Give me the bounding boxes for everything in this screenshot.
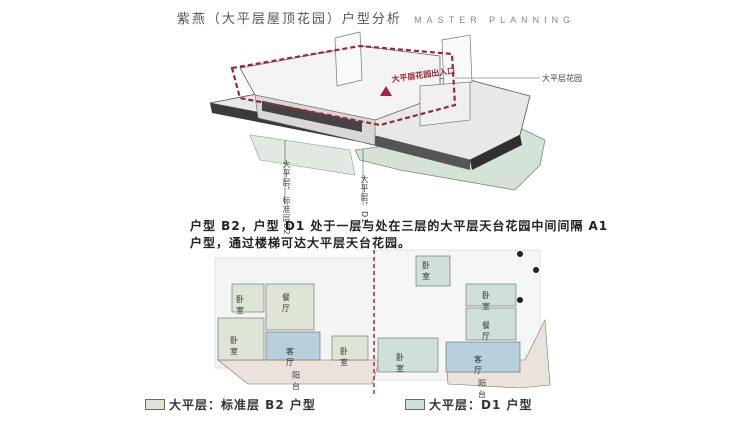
floor-plan [214,249,551,395]
left-callout-label: 大平层，标准层B2 [282,160,291,236]
d1-bedroom-2 [465,283,517,307]
d1-bedroom-2-label: 卧室 [482,291,490,311]
description: 户型 B2，户型 D1 处于一层与处在三层的大平层天台花园中间间隔 A1 户型，… [190,219,609,250]
upper-window-row [262,100,362,132]
b2-living [265,331,321,361]
d1-bedroom-3-label: 卧室 [396,353,404,373]
stair-core [419,81,471,127]
roof-garden-callout: 大平层花园 [542,73,582,83]
right-callout-label: 大平层，D1 [360,175,369,225]
d1-dining-label: 餐厅 [482,321,490,341]
legend-b2-label: 大平层：标准层 B2 户型 [169,398,316,412]
green-terrace-left [249,134,356,176]
d1-bedroom-1-label: 卧室 [422,261,430,281]
b2-living-label: 客厅 [286,347,294,367]
title-cn: 紫燕（大平层屋顶花园）户型分析 [176,12,402,27]
b2-bedroom-3 [331,335,369,361]
entrance-arrow-icon [380,86,392,96]
b2-balcony [217,359,381,385]
legend-b2: 大平层：标准层 B2 户型 [145,396,316,413]
tower-right [441,34,473,89]
b2-bedroom-1 [231,283,265,313]
b2-bedroom-1-label: 卧室 [236,295,244,315]
tower-left [334,31,363,87]
d1-living [445,341,521,373]
b2-bedroom-3-label: 卧室 [340,347,348,367]
d1-living-label: 客厅 [474,355,482,375]
b2-balcony-label: 阳台 [292,371,300,391]
legend-d1-label: 大平层：D1 户型 [429,398,533,412]
d1-bedroom-1 [415,255,451,287]
roof-garden-outline [230,44,457,127]
legend-b2-swatch [145,399,165,410]
legend-d1-swatch [405,399,425,410]
d1-dining [465,307,517,341]
b2-bedroom-2 [217,317,265,361]
b2-dining-label: 餐厅 [282,293,290,313]
page-title: 紫燕（大平层屋顶花园）户型分析 MASTER PLANNING [0,8,752,27]
glazing-band-corner [470,135,522,170]
title-en: MASTER PLANNING [414,15,576,25]
d1-balcony-label: 阳台 [478,379,486,399]
d1-bedroom-3 [377,337,439,373]
b2-bedroom-2-label: 卧室 [230,336,238,356]
legend-d1: 大平层：D1 户型 [405,396,533,413]
b2-dining [265,283,315,331]
glazing-band-right [360,132,470,170]
